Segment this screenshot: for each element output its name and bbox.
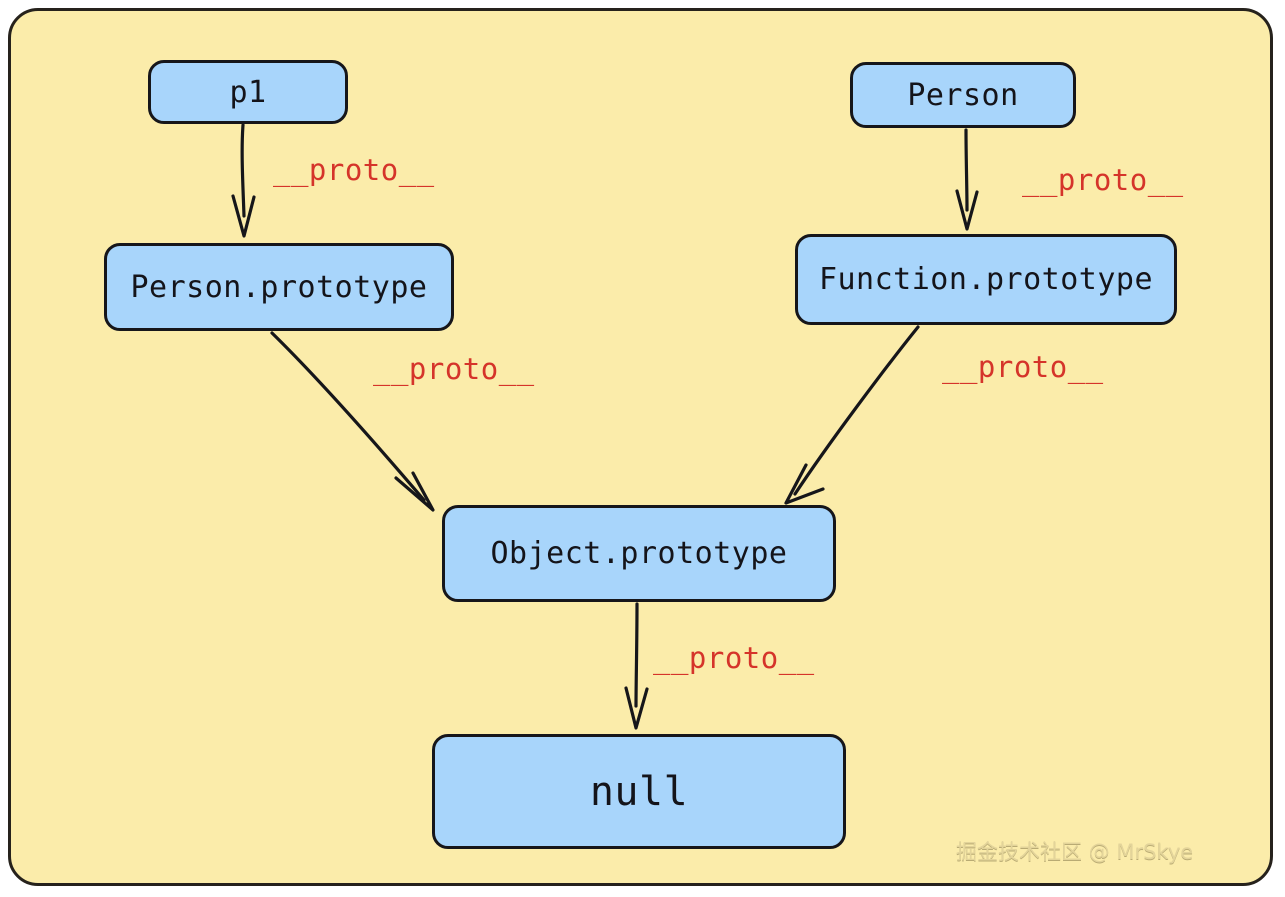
node-function-prototype[interactable]: Function.prototype (795, 234, 1177, 325)
watermark: 掘金技术社区 @ MrSkye (956, 840, 1194, 864)
edge-label-p1-to-person-prototype: __proto__ (273, 153, 435, 187)
node-person-label: Person (907, 77, 1019, 113)
node-person-prototype-label: Person.prototype (130, 269, 428, 305)
node-null[interactable]: null (432, 734, 846, 849)
node-person[interactable]: Person (850, 62, 1076, 128)
node-object-prototype-label: Object.prototype (490, 536, 788, 571)
node-p1[interactable]: p1 (148, 60, 348, 124)
edge-label-function-prototype-to-object-prototype: __proto__ (942, 350, 1104, 384)
node-null-label: null (589, 768, 689, 815)
edge-label-person-prototype-to-object-prototype: __proto__ (373, 352, 535, 386)
edge-label-person-to-function-prototype: __proto__ (1022, 163, 1184, 197)
node-object-prototype[interactable]: Object.prototype (442, 505, 836, 602)
node-p1-label: p1 (229, 74, 267, 110)
node-person-prototype[interactable]: Person.prototype (104, 243, 454, 331)
node-function-prototype-label: Function.prototype (818, 262, 1154, 297)
edge-label-object-prototype-to-null: __proto__ (653, 641, 815, 675)
